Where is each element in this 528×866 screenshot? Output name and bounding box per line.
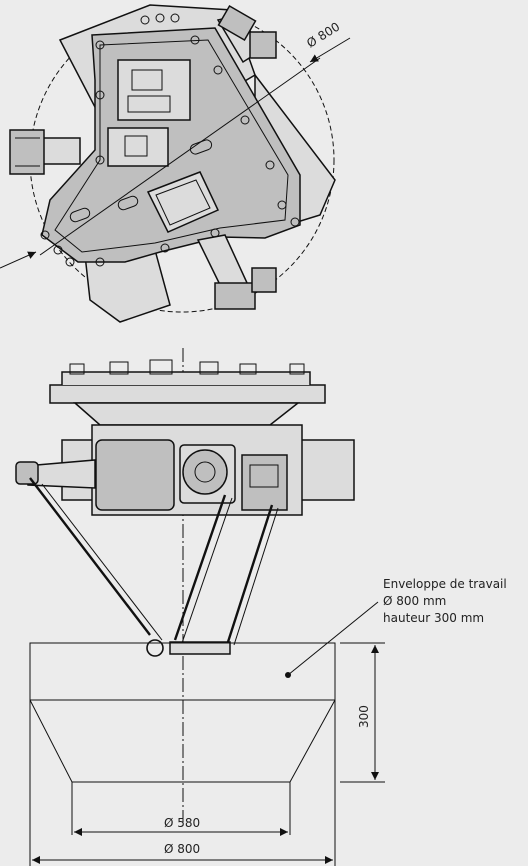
- rod-right: [226, 504, 274, 643]
- inner-diameter-label: Ø 580: [164, 816, 200, 830]
- outer-diameter-label: Ø 800: [164, 842, 200, 856]
- access-cover: [146, 171, 220, 233]
- envelope-height: hauteur 300 mm: [383, 611, 484, 625]
- rod-left: [29, 477, 151, 636]
- arm-lower-right-joint: [214, 282, 256, 310]
- leader-line: [287, 601, 379, 676]
- envelope-title: Enveloppe de travail: [383, 577, 507, 591]
- motor-center: [182, 449, 228, 495]
- height-dimension-label: 300: [357, 705, 371, 728]
- envelope-diameter: Ø 800 mm: [383, 594, 446, 608]
- arm-upper-right-joint: [249, 31, 277, 59]
- work-envelope: 300 Ø 580 Ø 800: [29, 601, 385, 866]
- mounting-flange: [49, 384, 326, 404]
- end-effector-ring: [146, 639, 164, 657]
- motor-right: [241, 454, 288, 511]
- top-view: Ø 800: [0, 4, 351, 323]
- side-view: [15, 348, 355, 822]
- arm-left-joint: [9, 129, 45, 175]
- arm-left: [39, 137, 81, 165]
- motor-left: [95, 439, 175, 511]
- rod-center: [173, 494, 227, 641]
- travelling-plate: [169, 641, 231, 655]
- connector-box-2: [107, 127, 169, 167]
